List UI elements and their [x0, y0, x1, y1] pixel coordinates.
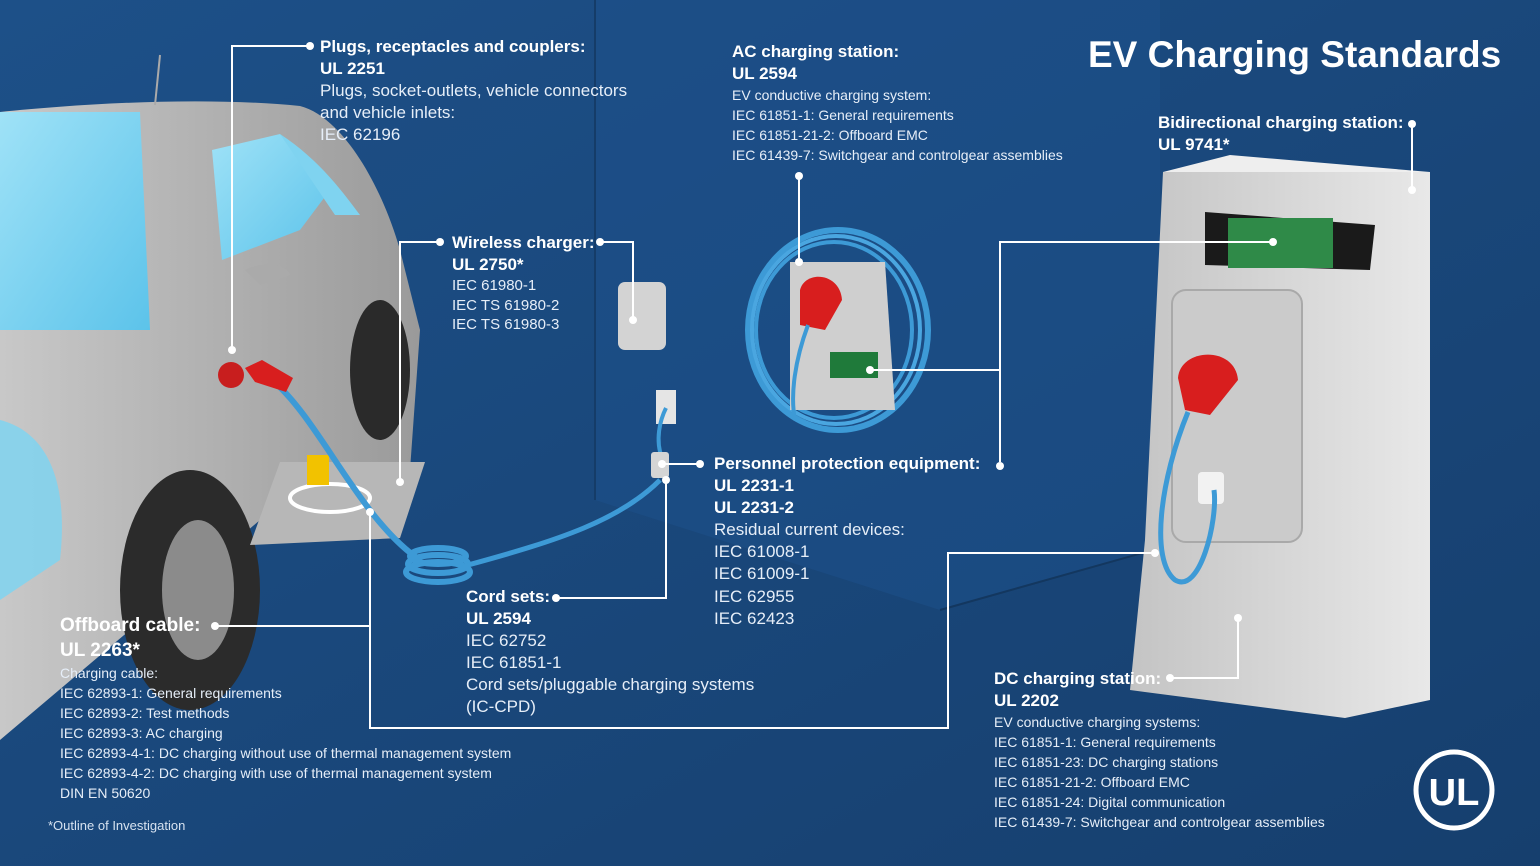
personnel-heading: Personnel protection equipment:	[714, 454, 981, 473]
offboard-line: DIN EN 50620	[60, 785, 151, 802]
dc-heading: DC charging station:	[994, 669, 1162, 688]
ac-line: EV conductive charging system:	[732, 87, 932, 104]
wireless-line: IEC TS 61980-2	[452, 296, 560, 314]
personnel-code: UL 2231-1	[714, 476, 795, 496]
cord-cable	[467, 478, 662, 568]
dc-line: IEC 61851-24: Digital communication	[994, 794, 1226, 811]
offboard-line: IEC 62893-2: Test methods	[60, 705, 230, 722]
label-plugs: Plugs, receptacles and couplers: UL 2251…	[320, 36, 627, 146]
wall-edge	[939, 547, 1161, 611]
dc-plug	[1178, 354, 1238, 415]
personnel-line: Residual current devices:	[714, 520, 905, 540]
label-offboard: Offboard cable: UL 2263* Charging cable:…	[60, 614, 511, 803]
label-cord-sets: Cord sets: UL 2594 IEC 62752 IEC 61851-1…	[466, 586, 754, 719]
car-receiver	[307, 455, 329, 485]
dc-line: IEC 61851-23: DC charging stations	[994, 754, 1219, 771]
cord-sets-line: Cord sets/pluggable charging systems	[466, 675, 755, 695]
car-cable	[270, 377, 422, 563]
side-window	[212, 134, 330, 260]
bidirectional-heading: Bidirectional charging station:	[1158, 113, 1404, 132]
wireless-line: IEC TS 61980-3	[452, 316, 560, 334]
offboard-code: UL 2263*	[60, 639, 140, 661]
ac-line: IEC 61439-7: Switchgear and controlgear …	[732, 147, 1063, 164]
footnote: *Outline of Investigation	[48, 818, 186, 833]
wall-outlet	[656, 390, 676, 424]
plugs-line: and vehicle inlets:	[320, 103, 456, 123]
personnel-line: IEC 61009-1	[714, 564, 810, 584]
antenna	[154, 54, 161, 106]
cord-sets-line: (IC-CPD)	[466, 697, 536, 717]
dc-line: IEC 61439-7: Switchgear and controlgear …	[994, 814, 1325, 831]
page-title: EV Charging Standards	[1088, 34, 1502, 75]
plugs-code: UL 2251	[320, 59, 385, 79]
offboard-line: IEC 62893-4-1: DC charging without use o…	[60, 745, 512, 762]
ac-line: IEC 61851-1: General requirements	[732, 107, 954, 124]
leader-plugs	[231, 45, 310, 350]
offboard-line: IEC 62893-1: General requirements	[60, 685, 282, 702]
svg-text:UL: UL	[1429, 772, 1480, 814]
leader-personnel-pcb	[999, 241, 1273, 462]
wireless-code: UL 2750*	[452, 255, 524, 275]
ac-heading: AC charging station:	[732, 42, 900, 61]
wireless-wall-unit	[618, 282, 666, 350]
leader-cord-sets	[556, 480, 667, 599]
leader-wireless-pad	[399, 241, 440, 482]
car-inlet	[218, 362, 244, 388]
leader-dc	[1170, 618, 1239, 679]
headlight	[0, 420, 62, 600]
label-dc-station: DC charging station: UL 2202 EV conducti…	[994, 668, 1325, 832]
personnel-line: IEC 62423	[714, 608, 795, 628]
personnel-line: IEC 61008-1	[714, 542, 810, 562]
windshield	[0, 112, 150, 330]
plugs-line: Plugs, socket-outlets, vehicle connector…	[320, 81, 628, 101]
ac-line: IEC 61851-21-2: Offboard EMC	[732, 127, 928, 144]
leader-wireless-wall	[600, 241, 634, 320]
dc-station	[1130, 155, 1430, 718]
offboard-line: Charging cable:	[60, 665, 159, 682]
cord-sets-line: IEC 61851-1	[466, 653, 562, 673]
cord-sets-code: UL 2594	[466, 609, 531, 629]
offboard-line: IEC 62893-3: AC charging	[60, 725, 223, 742]
label-wireless: Wireless charger: UL 2750* IEC 61980-1 I…	[452, 232, 595, 335]
dc-line: IEC 61851-21-2: Offboard EMC	[994, 774, 1190, 791]
leader-lines	[215, 45, 1413, 729]
cord-sets-heading: Cord sets:	[466, 587, 551, 606]
cord-sets-line: IEC 62752	[466, 631, 547, 651]
ac-pcb	[830, 352, 878, 378]
plugs-line: IEC 62196	[320, 125, 401, 145]
ul-logo: UL	[1413, 749, 1495, 831]
car	[0, 54, 420, 741]
wireless-pad	[250, 462, 425, 545]
personnel-line: IEC 62955	[714, 586, 795, 606]
bidirectional-code: UL 9741*	[1158, 135, 1230, 155]
dc-line: EV conductive charging systems:	[994, 714, 1201, 731]
plugs-heading: Plugs, receptacles and couplers:	[320, 37, 586, 56]
offboard-heading: Offboard cable:	[60, 615, 201, 636]
ac-plug	[800, 276, 842, 330]
rear-wheel	[350, 300, 410, 440]
label-ac-station: AC charging station: UL 2594 EV conducti…	[732, 41, 1063, 165]
vehicle-connector	[245, 360, 293, 392]
leader-dots	[211, 42, 1416, 682]
wireless-heading: Wireless charger:	[452, 233, 595, 252]
label-bidirectional: Bidirectional charging station: UL 9741*	[1158, 112, 1404, 156]
label-personnel: Personnel protection equipment: UL 2231-…	[714, 453, 980, 630]
personnel-code: UL 2231-2	[714, 498, 795, 518]
dc-line: IEC 61851-1: General requirements	[994, 734, 1216, 751]
ac-code: UL 2594	[732, 64, 797, 84]
wireless-line: IEC 61980-1	[452, 277, 537, 295]
mirror	[245, 264, 290, 285]
leader-offboard-dc	[369, 552, 1155, 729]
dc-code: UL 2202	[994, 691, 1059, 711]
offboard-line: IEC 62893-4-2: DC charging with use of t…	[60, 765, 492, 782]
